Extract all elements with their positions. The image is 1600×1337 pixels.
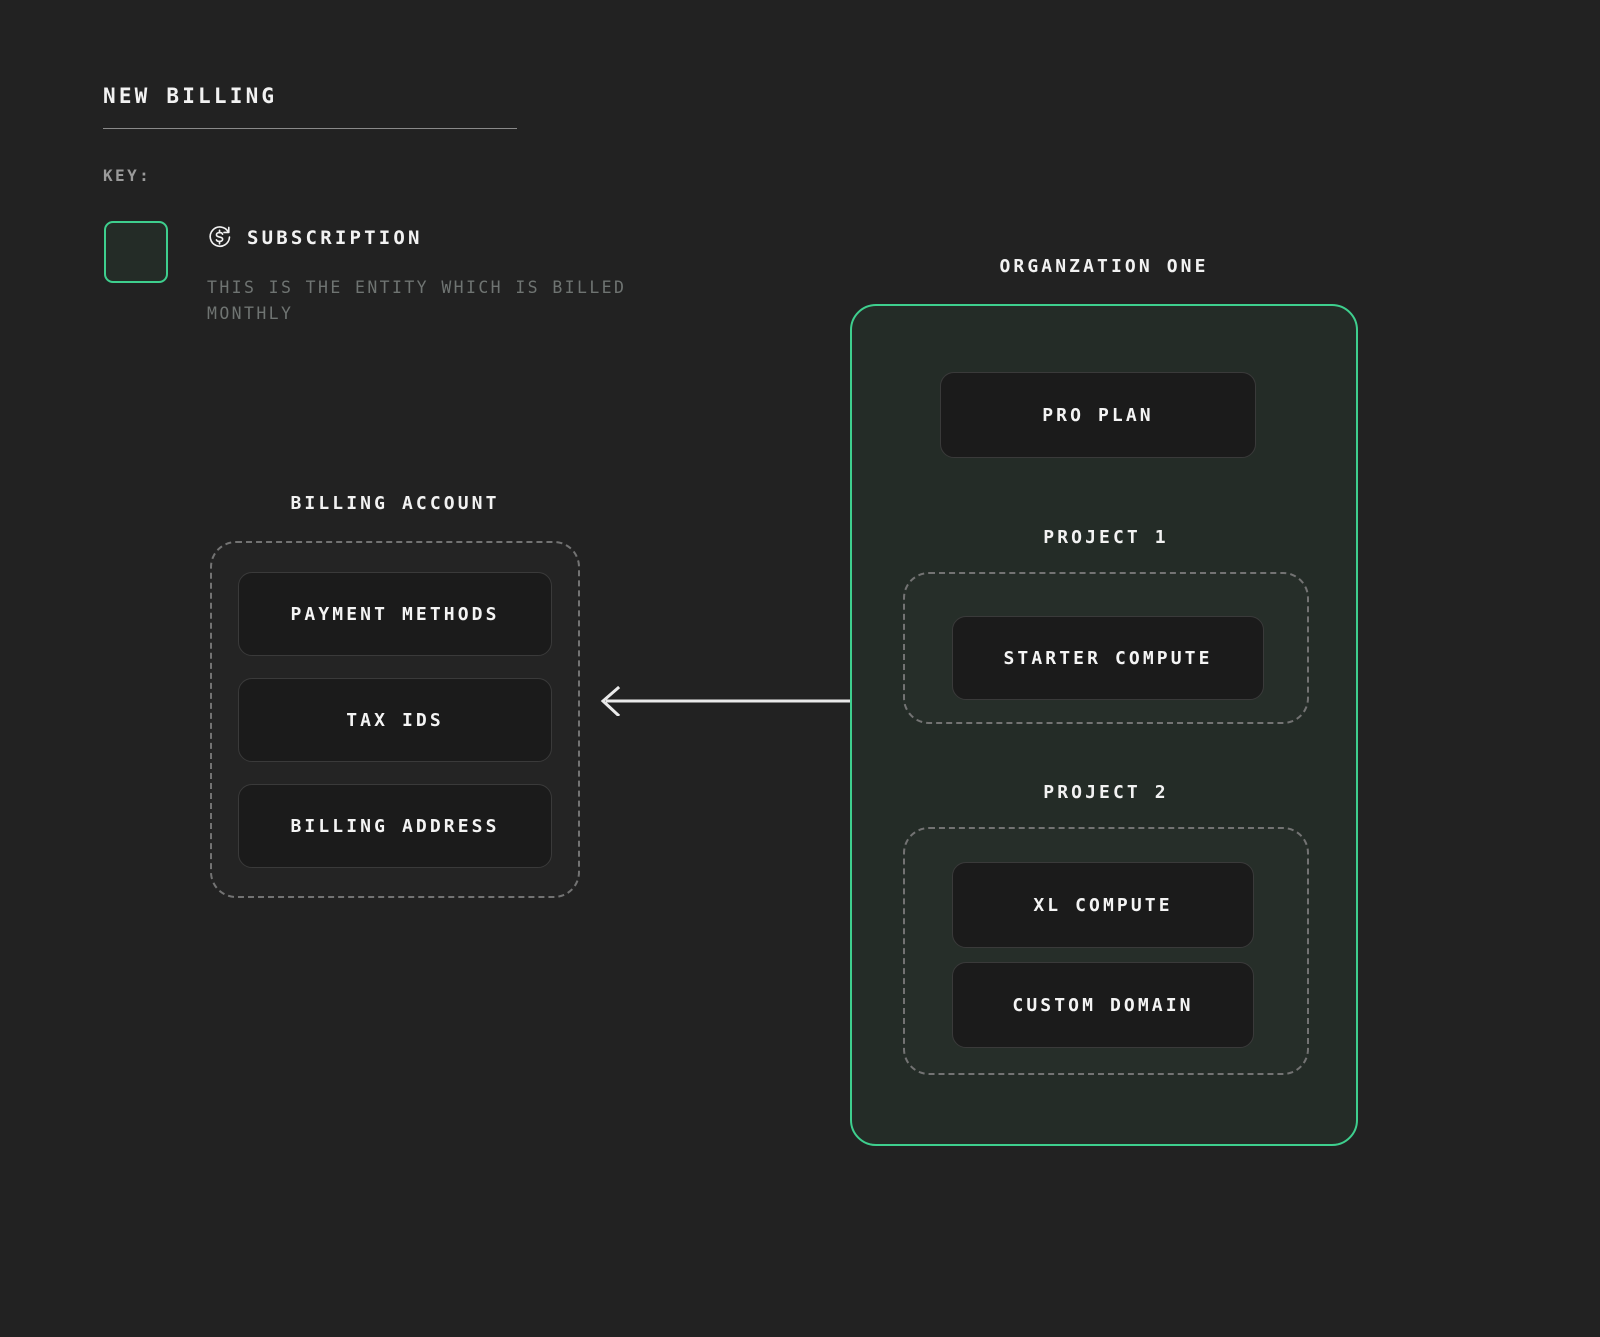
card-custom-domain[interactable]: CUSTOM DOMAIN bbox=[952, 962, 1254, 1048]
key-swatch-subscription bbox=[104, 221, 168, 283]
card-tax-ids[interactable]: TAX IDS bbox=[238, 678, 552, 762]
page-title: NEW BILLING bbox=[103, 84, 278, 108]
project-2-container bbox=[903, 827, 1309, 1075]
card-billing-address[interactable]: BILLING ADDRESS bbox=[238, 784, 552, 868]
card-starter-compute[interactable]: STARTER COMPUTE bbox=[952, 616, 1264, 700]
organization-title: ORGANZATION ONE bbox=[999, 256, 1209, 277]
billing-account-container bbox=[210, 541, 580, 898]
project-2-title: PROJECT 2 bbox=[1043, 782, 1169, 803]
relation-arrow-left bbox=[596, 685, 850, 718]
key-entry-label: SUBSCRIPTION bbox=[247, 226, 423, 249]
subscription-recurring-dollar-icon bbox=[207, 224, 234, 251]
project-1-title: PROJECT 1 bbox=[1043, 527, 1169, 548]
title-divider bbox=[103, 128, 517, 129]
key-entry-description: THIS IS THE ENTITY WHICH IS BILLED MONTH… bbox=[207, 278, 627, 323]
card-pro-plan[interactable]: PRO PLAN bbox=[940, 372, 1256, 458]
key-entry-subscription: SUBSCRIPTION bbox=[207, 224, 423, 251]
key-label: KEY: bbox=[103, 166, 152, 185]
project-1-container bbox=[903, 572, 1309, 724]
billing-account-title: BILLING ACCOUNT bbox=[290, 493, 500, 514]
card-xl-compute[interactable]: XL COMPUTE bbox=[952, 862, 1254, 948]
card-payment-methods[interactable]: PAYMENT METHODS bbox=[238, 572, 552, 656]
